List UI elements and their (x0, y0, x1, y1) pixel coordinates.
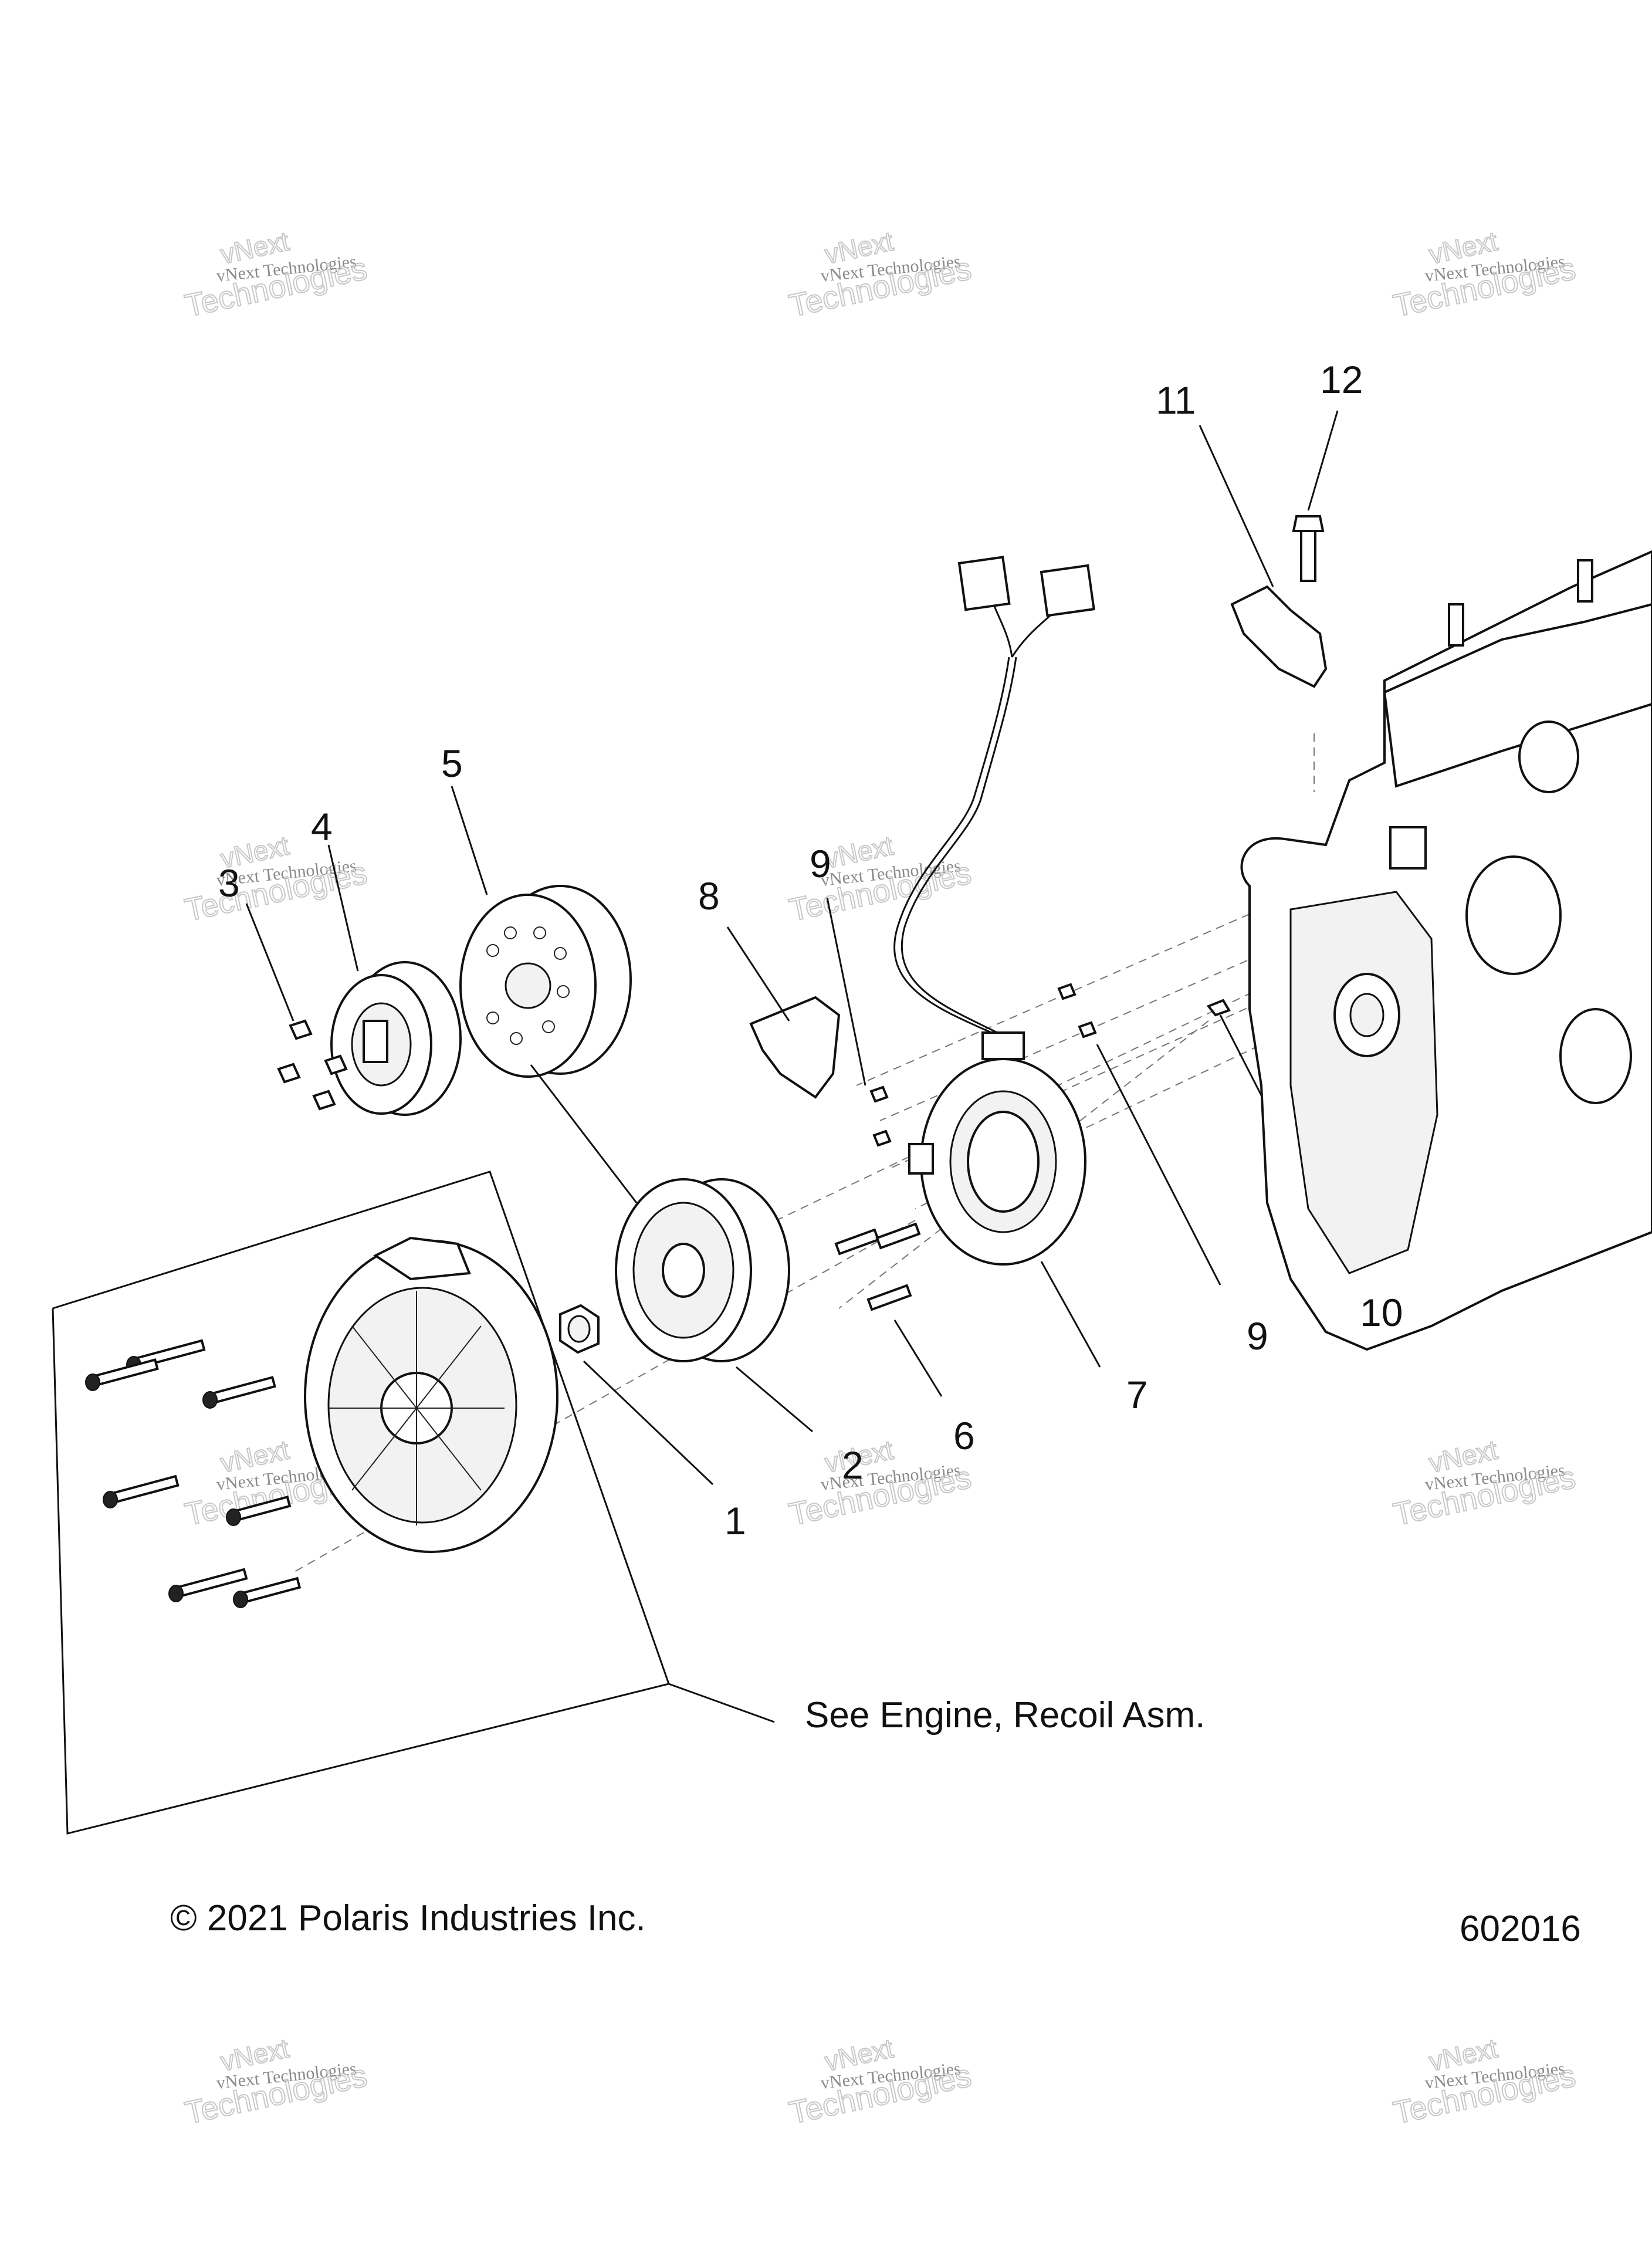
watermark-lower-center: vNext vNext Technologies Technologies (786, 1433, 975, 1533)
watermark-top-left: vNext vNext Technologies Technologies (181, 225, 371, 324)
engine-logo-plate (1389, 826, 1427, 870)
recoil-housing (304, 1236, 558, 1553)
callout-2: 2 (842, 1443, 864, 1487)
part-1-flywheel-nut (559, 1304, 714, 1486)
recoil-assembly-frame (52, 1171, 775, 1835)
screw (834, 1228, 880, 1256)
part-7-stator (908, 1031, 1101, 1368)
connector-right (1040, 564, 1095, 617)
watermark-mid-left: vNext vNext Technologies Technologies (181, 829, 371, 928)
spark-plug (1577, 559, 1593, 603)
stator-wire-harness (893, 556, 1095, 1034)
callout-6: 6 (953, 1414, 975, 1457)
watermark-lower-right: vNext vNext Technologies Technologies (1390, 1433, 1579, 1533)
callout-9-lower: 9 (1247, 1314, 1268, 1358)
part-6-stator-screws (834, 1222, 943, 1397)
watermark-bottom-right: vNext vNext Technologies Technologies (1390, 2032, 1579, 2131)
callout-5: 5 (441, 742, 463, 785)
part-2-flywheel (615, 1178, 813, 1433)
connector-left (957, 556, 1011, 611)
recoil-bolts (85, 1339, 302, 1608)
callout-8: 8 (698, 874, 720, 918)
watermark-top-right: vNext vNext Technologies Technologies (1390, 225, 1579, 324)
bolt (103, 1474, 180, 1508)
part-12-bolt (1292, 410, 1339, 582)
screw (875, 1222, 921, 1250)
callout-10: 10 (1360, 1291, 1403, 1334)
part-4-hub (327, 844, 462, 1116)
part-9-screws (826, 897, 1221, 1286)
callout-9-upper: 9 (810, 842, 831, 885)
part-11-sensor (1199, 425, 1328, 688)
callout-1: 1 (725, 1499, 746, 1542)
callout-7: 7 (1126, 1373, 1148, 1416)
copyright-notice: © 2021 Polaris Industries Inc. (170, 1898, 646, 1939)
callout-3: 3 (218, 861, 240, 905)
watermark-top-center: vNext vNext Technologies Technologies (786, 225, 975, 324)
bolt (168, 1568, 248, 1602)
part-3-bolts (245, 903, 348, 1111)
bolt (226, 1495, 292, 1526)
see-engine-note: See Engine, Recoil Asm. (805, 1695, 1205, 1736)
part-8-bracket (726, 926, 841, 1099)
screw (866, 1284, 912, 1311)
spark-plug (1448, 603, 1464, 647)
callout-4: 4 (311, 805, 333, 848)
figure-number: 602016 (1460, 1909, 1581, 1949)
callout-12: 12 (1320, 358, 1363, 401)
bolt (202, 1376, 276, 1409)
callout-11: 11 (1156, 378, 1196, 422)
watermark-bottom-center: vNext vNext Technologies Technologies (786, 2032, 975, 2131)
part-5-flywheel-rear (451, 786, 638, 1203)
engine-block (1240, 550, 1652, 1351)
bolt (233, 1577, 302, 1608)
bolt (85, 1358, 159, 1391)
watermark-bottom-left: vNext vNext Technologies Technologies (181, 2032, 371, 2131)
